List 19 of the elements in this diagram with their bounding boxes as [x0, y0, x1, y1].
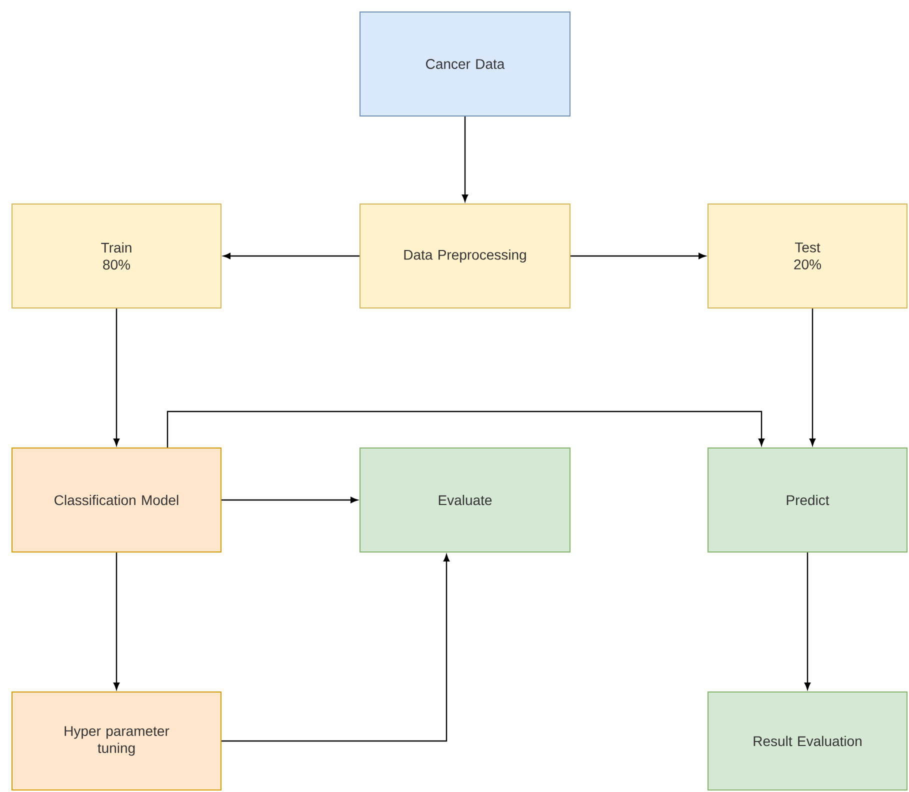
arrow — [222, 496, 358, 504]
process-box: Cancer Data — [360, 12, 570, 116]
process-box: Train 80% — [12, 204, 222, 308]
arrow — [223, 252, 360, 260]
process-box: Result Evaluation — [708, 692, 908, 790]
process-box: Classification Model — [12, 448, 222, 552]
arrow — [570, 252, 706, 260]
arrow — [804, 552, 811, 690]
process-box: Evaluate — [360, 448, 570, 552]
arrow — [222, 554, 450, 742]
process-box: Data Preprocessing — [360, 204, 570, 308]
process-box: Predict — [708, 448, 908, 552]
arrow — [809, 308, 816, 446]
arrow — [113, 552, 120, 690]
arrow — [462, 116, 468, 202]
arrow — [166, 410, 765, 448]
process-box: Test 20% — [708, 204, 908, 308]
arrow — [113, 308, 120, 446]
process-box: Hyper parameter tuning — [12, 692, 222, 790]
